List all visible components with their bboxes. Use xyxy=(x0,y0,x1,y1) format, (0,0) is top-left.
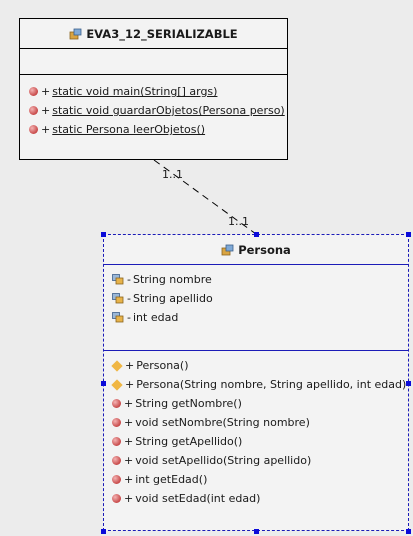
target-multiplicity: 1..1 xyxy=(228,215,249,228)
method-icon xyxy=(112,399,121,408)
resize-handle-middle-left[interactable] xyxy=(101,381,106,386)
method-icon xyxy=(112,456,121,465)
operation-signature: Persona() xyxy=(136,359,189,372)
operation-signature: static void main(String[] args) xyxy=(52,85,218,98)
attribute-row[interactable]: - int edad xyxy=(104,308,408,327)
operation-signature: void setNombre(String nombre) xyxy=(135,416,310,429)
field-icon xyxy=(112,312,124,323)
attribute-text: int edad xyxy=(132,311,179,324)
visibility: + xyxy=(124,473,134,486)
operation-signature: static void guardarObjetos(Persona perso… xyxy=(52,104,285,117)
class-icon xyxy=(69,28,82,39)
operations-compartment: + static void main(String[] args) + stat… xyxy=(20,75,287,139)
method-icon xyxy=(29,125,38,134)
resize-handle-bottom-left[interactable] xyxy=(101,529,106,534)
visibility: + xyxy=(124,454,134,467)
operation-row[interactable]: + Persona() xyxy=(104,356,408,375)
operation-signature: String getNombre() xyxy=(135,397,242,410)
operation-signature: Persona(String nombre, String apellido, … xyxy=(136,378,407,391)
constructor-icon xyxy=(111,378,123,391)
visibility: + xyxy=(125,359,135,372)
visibility: + xyxy=(41,123,51,136)
constructor-icon xyxy=(111,359,123,372)
method-icon xyxy=(29,106,38,115)
operation-row[interactable]: + void setEdad(int edad) xyxy=(104,489,408,508)
operation-signature: String getApellido() xyxy=(135,435,243,448)
operation-row[interactable]: + String getNombre() xyxy=(104,394,408,413)
method-icon xyxy=(112,437,121,446)
method-icon xyxy=(112,475,121,484)
visibility: + xyxy=(41,85,51,98)
operation-row[interactable]: + static void main(String[] args) xyxy=(20,82,287,101)
class-persona[interactable]: Persona - String nombre - String apellid… xyxy=(103,234,409,531)
operation-row[interactable]: + void setApellido(String apellido) xyxy=(104,451,408,470)
operation-row[interactable]: + String getApellido() xyxy=(104,432,408,451)
field-icon xyxy=(112,293,124,304)
operation-signature: static Persona leerObjetos() xyxy=(52,123,206,136)
class-name: EVA3_12_SERIALIZABLE xyxy=(86,26,238,41)
visibility: + xyxy=(124,492,134,505)
method-icon xyxy=(29,87,38,96)
attributes-compartment xyxy=(20,49,287,75)
visibility: + xyxy=(125,378,135,391)
resize-handle-top-center[interactable] xyxy=(254,232,259,237)
operation-signature: void setApellido(String apellido) xyxy=(135,454,312,467)
resize-handle-bottom-center[interactable] xyxy=(254,529,259,534)
operations-compartment: + Persona() + Persona(String nombre, Str… xyxy=(104,351,408,508)
resize-handle-top-right[interactable] xyxy=(406,232,411,237)
attribute-text: String apellido xyxy=(132,292,213,305)
visibility: - xyxy=(127,273,131,286)
resize-handle-middle-right[interactable] xyxy=(406,381,411,386)
resize-handle-bottom-right[interactable] xyxy=(406,529,411,534)
method-icon xyxy=(112,494,121,503)
attribute-text: String nombre xyxy=(132,273,212,286)
visibility: + xyxy=(124,416,134,429)
visibility: - xyxy=(127,292,131,305)
field-icon xyxy=(112,274,124,285)
class-header: Persona xyxy=(104,235,408,265)
visibility: - xyxy=(127,311,131,324)
operation-signature: void setEdad(int edad) xyxy=(135,492,261,505)
operation-row[interactable]: + static void guardarObjetos(Persona per… xyxy=(20,101,287,120)
operation-signature: int getEdad() xyxy=(135,473,208,486)
visibility: + xyxy=(41,104,51,117)
operation-row[interactable]: + int getEdad() xyxy=(104,470,408,489)
visibility: + xyxy=(124,397,134,410)
attribute-row[interactable]: - String apellido xyxy=(104,289,408,308)
operation-row[interactable]: + static Persona leerObjetos() xyxy=(20,120,287,139)
method-icon xyxy=(112,418,121,427)
operation-row[interactable]: + Persona(String nombre, String apellido… xyxy=(104,375,408,394)
class-icon xyxy=(221,244,234,255)
resize-handle-top-left[interactable] xyxy=(101,232,106,237)
class-eva3-12-serializable[interactable]: EVA3_12_SERIALIZABLE + static void main(… xyxy=(19,18,288,160)
operation-row[interactable]: + void setNombre(String nombre) xyxy=(104,413,408,432)
attribute-row[interactable]: - String nombre xyxy=(104,270,408,289)
attributes-compartment: - String nombre - String apellido - int … xyxy=(104,265,408,351)
class-header: EVA3_12_SERIALIZABLE xyxy=(20,19,287,49)
visibility: + xyxy=(124,435,134,448)
source-multiplicity: 1..1 xyxy=(162,168,183,181)
class-name: Persona xyxy=(238,242,291,257)
